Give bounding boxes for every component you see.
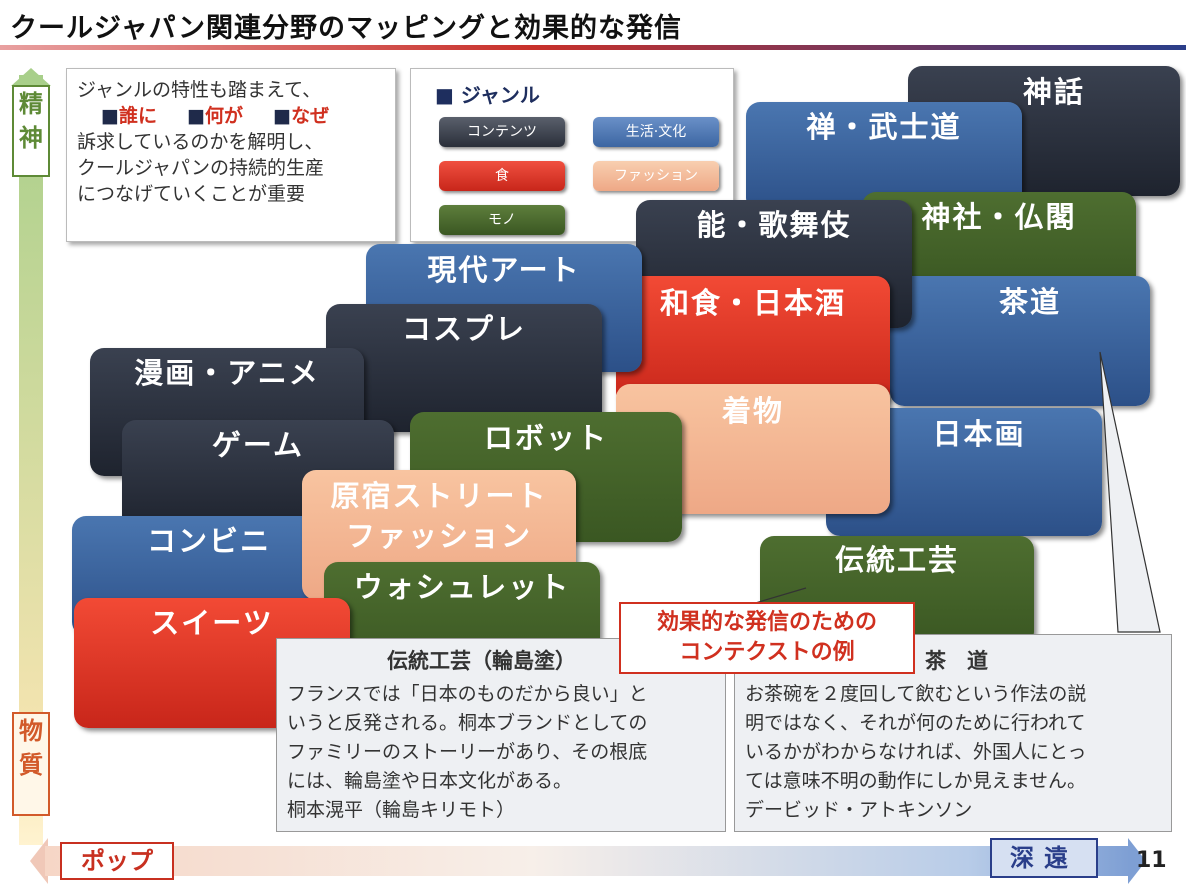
callout-right-title: 茶 道 xyxy=(925,649,988,673)
page-title: クールジャパン関連分野のマッピングと効果的な発信 xyxy=(10,13,682,44)
note-line-4: クールジャパンの持続的生産 xyxy=(77,157,325,179)
box-mythology: 神話 xyxy=(908,66,1180,196)
callout-left-author: 桐本滉平（輪島キリモト） xyxy=(287,799,516,821)
horizontal-axis xyxy=(45,846,1130,876)
genre-legend: ■ ジャンル コンテンツ 生活·文化 食 ファッション モノ xyxy=(410,68,734,242)
note-box: ジャンルの特性も踏まえて、 ■誰に ■何が ■なぜ 訴求しているのかを解明し、 … xyxy=(66,68,396,242)
square-icon: ■ xyxy=(187,105,206,127)
callout-tea-ceremony: 茶 道 お茶碗を２度回して飲むという作法の説 明ではなく、それが何のために行われ… xyxy=(734,634,1172,832)
box-harajuku-line-2: ファッション xyxy=(345,519,532,553)
legend-item-life-culture: 生活·文化 xyxy=(593,117,719,147)
callout-left-line-4: には、輪島塗や日本文化がある。 xyxy=(287,770,573,792)
legend-item-fashion: ファッション xyxy=(593,161,719,191)
box-harajuku-line-1: 原宿ストリート xyxy=(330,479,548,513)
title-underline xyxy=(0,45,1186,50)
callout-right-author: デービッド・アトキンソン xyxy=(745,799,973,821)
context-example-tag: 効果的な発信のための コンテクストの例 xyxy=(619,602,915,674)
callout-left-line-3: ファミリーのストーリーがあり、その根底 xyxy=(287,741,648,763)
tag-line-1: 効果的な発信のための xyxy=(656,610,877,635)
axis-left-arrow-icon xyxy=(30,838,48,884)
axis-right-arrow-icon xyxy=(1128,838,1146,884)
axis-label-pop: ポップ xyxy=(60,842,174,880)
axis-label-profound: 深遠 xyxy=(990,838,1098,878)
callout-right-line-2: 明ではなく、それが何のために行われて xyxy=(745,712,1086,734)
box-tea-ceremony: 茶道 xyxy=(890,276,1150,406)
square-icon: ■ xyxy=(273,105,292,127)
tag-line-2: コンテクストの例 xyxy=(679,640,855,665)
page-number: 11 xyxy=(1136,848,1167,873)
legend-item-goods: モノ xyxy=(439,205,565,235)
callout-left-title: 伝統工芸（輪島塗） xyxy=(387,649,576,673)
note-line-5: につなげていくことが重要 xyxy=(77,183,306,205)
axis-label-spirit: 精神 xyxy=(12,85,50,177)
callout-left-line-1: フランスでは「日本のものだから良い」と xyxy=(287,683,648,705)
note-what: 何が xyxy=(205,105,244,127)
callout-right-line-3: いるかがわからなければ、外国人にとっ xyxy=(745,741,1087,763)
legend-item-food: 食 xyxy=(439,161,565,191)
square-icon: ■ xyxy=(101,105,119,127)
callout-right-line-4: ては意味不明の動作にしか見えません。 xyxy=(745,770,1087,792)
callout-right-line-1: お茶碗を２度回して飲むという作法の説 xyxy=(745,683,1087,705)
box-cosplay: コスプレ xyxy=(326,304,602,432)
legend-item-contents: コンテンツ xyxy=(439,117,565,147)
legend-title: ■ ジャンル xyxy=(435,83,540,107)
axis-label-material: 物質 xyxy=(12,712,50,816)
note-line-1: ジャンルの特性も踏まえて、 xyxy=(77,79,322,101)
callout-left-line-2: いうと反発される。桐本ブランドとしての xyxy=(287,712,648,734)
note-line-3: 訴求しているのかを解明し、 xyxy=(77,131,324,153)
note-who: 誰に xyxy=(118,105,157,127)
note-line-2: ■誰に ■何が ■なぜ xyxy=(77,103,385,129)
note-why: なぜ xyxy=(291,105,330,127)
